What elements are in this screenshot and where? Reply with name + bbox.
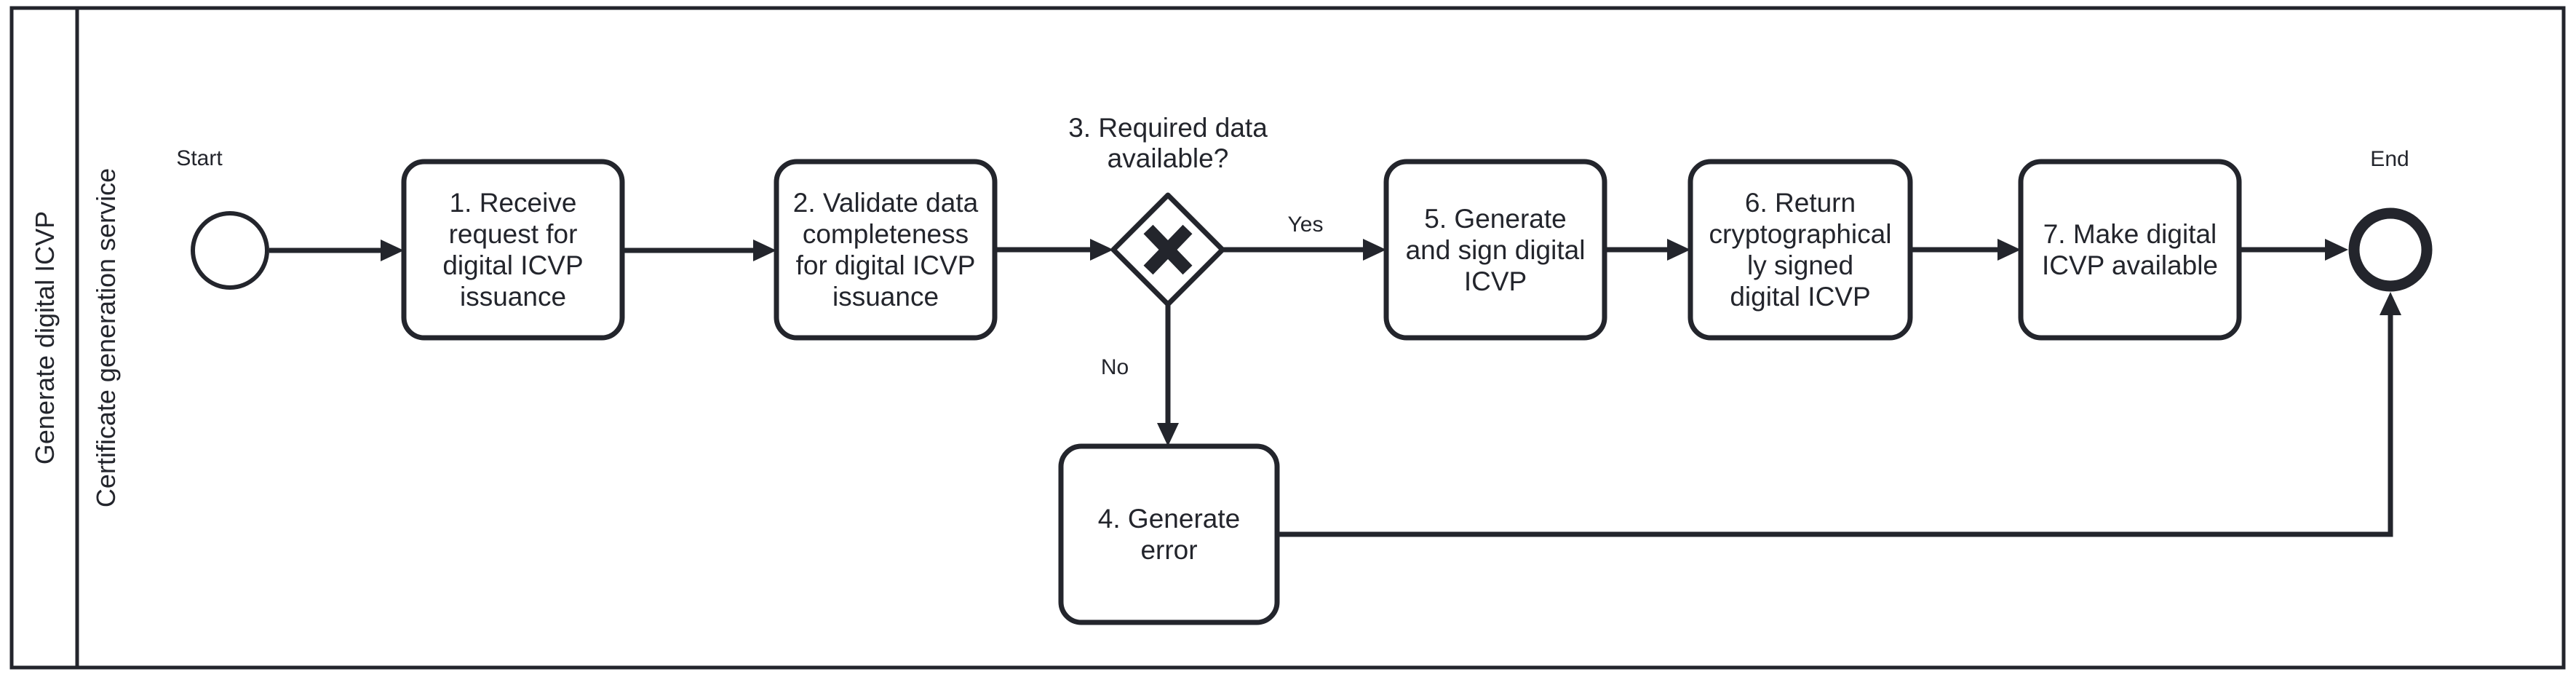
task-4-label: 4. Generate error: [1061, 446, 1277, 622]
task-label-line: issuance: [832, 282, 939, 312]
gateway-x-icon: [1143, 224, 1193, 275]
task-label-line: completeness: [802, 219, 969, 249]
task-2-validate-data[interactable]: [774, 159, 998, 341]
pool-label: Generate digital ICVP: [30, 210, 60, 465]
sequence-flow-yes[interactable]: [1223, 239, 1386, 261]
sequence-flow-task7-to-end[interactable]: [2239, 239, 2348, 261]
sequence-flow-task5-to-task6[interactable]: [1605, 239, 1690, 261]
task-6-label: 6. Return cryptographical ly signed digi…: [1690, 162, 1910, 338]
task-7-make-available[interactable]: [2018, 159, 2242, 341]
sequence-flow-task4-to-end[interactable]: [1277, 292, 2401, 537]
gateway-label: 3. Required data available?: [1068, 113, 1268, 174]
lane-label: Certificate generation service: [91, 167, 121, 508]
start-event[interactable]: [191, 211, 269, 290]
task-label-line: for digital ICVP: [795, 250, 976, 280]
sequence-flow-task1-to-task2[interactable]: [622, 239, 776, 261]
end-event[interactable]: [2348, 207, 2433, 292]
task-label-line: 2. Validate data: [792, 188, 979, 218]
task-label-line: issuance: [459, 282, 567, 312]
task-label-line: digital ICVP: [1730, 282, 1871, 312]
gateway-label-line: 3. Required data: [1068, 113, 1268, 143]
task-2-label: 2. Validate data completeness for digita…: [776, 162, 995, 338]
task-label-line: error: [1140, 535, 1198, 565]
sequence-flow-task6-to-task7[interactable]: [1910, 239, 2021, 261]
gateway-label-line: available?: [1107, 143, 1229, 173]
task-label-line: request for: [448, 219, 578, 249]
no-flow-label: No: [1100, 355, 1129, 379]
task-label-line: 5. Generate: [1424, 203, 1567, 234]
task-label-line: ly signed: [1746, 250, 1854, 280]
end-event-label: End: [2370, 147, 2409, 171]
task-1-receive-request[interactable]: [401, 159, 625, 341]
task-label-line: ICVP: [1463, 266, 1527, 296]
task-label-line: 4. Generate: [1097, 504, 1241, 534]
exclusive-gateway[interactable]: [1110, 192, 1225, 307]
task-label-line: cryptographical: [1709, 219, 1892, 249]
task-7-label: 7. Make digital ICVP available: [2021, 162, 2239, 338]
task-1-label: 1. Receive request for digital ICVP issu…: [404, 162, 622, 338]
task-5-label: 5. Generate and sign digital ICVP: [1386, 162, 1605, 338]
start-event-label: Start: [176, 146, 223, 170]
task-4-generate-error[interactable]: [1058, 443, 1280, 625]
task-6-return-signed[interactable]: [1687, 159, 1913, 341]
task-5-generate-sign[interactable]: [1383, 159, 1607, 341]
sequence-flow-task2-to-gateway[interactable]: [995, 239, 1113, 261]
sequence-flow-no[interactable]: [1157, 304, 1179, 446]
task-label-line: ICVP available: [2041, 250, 2219, 280]
task-label-line: digital ICVP: [442, 250, 584, 280]
task-label-line: 1. Receive: [449, 188, 577, 218]
task-label-line: 6. Return: [1744, 188, 1856, 218]
sequence-flow-start-to-task1[interactable]: [269, 239, 404, 261]
task-label-line: and sign digital: [1405, 234, 1586, 265]
pool-border[interactable]: [9, 6, 2566, 670]
task-label-line: 7. Make digital: [2043, 219, 2217, 249]
yes-flow-label: Yes: [1287, 213, 1324, 237]
